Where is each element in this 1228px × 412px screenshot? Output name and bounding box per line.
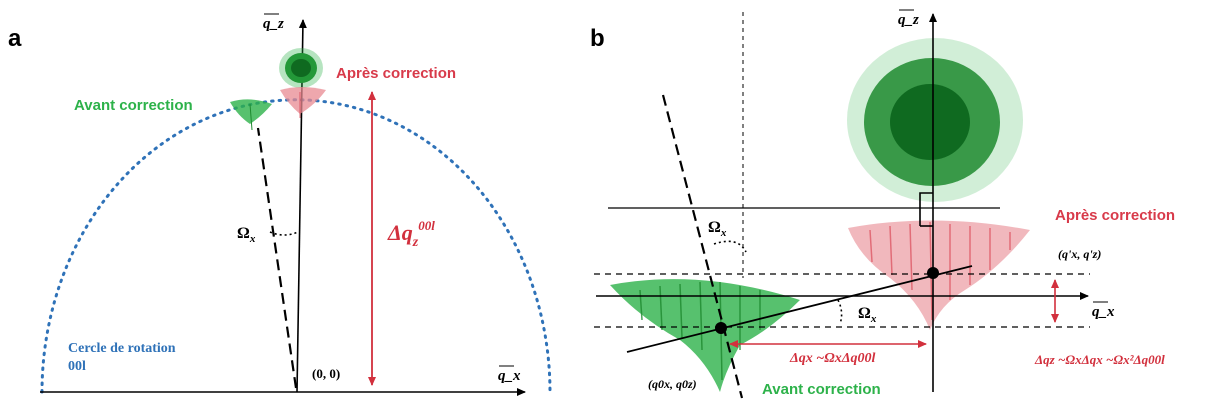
- avant-label-a: Avant correction: [74, 97, 193, 114]
- origin-label-a: (0, 0): [312, 366, 340, 381]
- green-blob-top-a: [279, 48, 323, 88]
- qz-label-b: q_z: [898, 12, 919, 28]
- red-blob-b: [848, 220, 1030, 330]
- circle-label-line2: 00l: [68, 359, 86, 374]
- point-prime-label: (q'x, q'z): [1058, 247, 1101, 261]
- avant-label-b: Avant correction: [762, 381, 881, 398]
- omega-arc-b-top: [713, 240, 747, 253]
- dashed-tilt-a: [256, 127, 298, 389]
- point-prime: [927, 267, 939, 279]
- point-zero: [715, 322, 727, 334]
- qx-label-a: q_x: [498, 368, 521, 384]
- omega-arc-a: [269, 231, 299, 236]
- panel-b-label: b: [590, 25, 605, 52]
- omega-label-b-top: Ωx: [708, 219, 727, 239]
- qx-label-b: q_x: [1092, 304, 1115, 320]
- dqx-equation: Δqx ~ΩxΔq00l: [789, 351, 875, 366]
- green-blob-avant-a: [230, 99, 272, 131]
- tilted-axis-b: [626, 265, 973, 353]
- apres-label-a: Après correction: [336, 65, 456, 82]
- panel-a-label: a: [8, 25, 22, 52]
- green-blob-top-b: [847, 38, 1023, 202]
- right-angle-marker: [919, 192, 933, 226]
- omega-label-b-bottom: Ωx: [858, 305, 877, 325]
- omega-label-a: Ωx: [237, 225, 256, 245]
- panel-b: b: [590, 9, 1175, 399]
- green-blob-avant-b: [610, 279, 800, 392]
- delta-label-a: Δqz00l: [387, 218, 435, 250]
- dqz-equation: Δqz ~ΩxΔqx ~Ωx²Δq00l: [1034, 352, 1165, 367]
- qz-label-a: q_z: [263, 16, 284, 32]
- omega-arc-b-bottom: [837, 299, 843, 325]
- circle-label-line1: Cercle de rotation: [68, 341, 176, 356]
- red-blob-a: [280, 87, 326, 118]
- apres-label-b: Après correction: [1055, 207, 1175, 224]
- panel-a: a q_z q_x A: [8, 13, 552, 396]
- dashed-tilt-b: [661, 94, 744, 399]
- point-zero-label: (q0x, q0z): [648, 377, 697, 391]
